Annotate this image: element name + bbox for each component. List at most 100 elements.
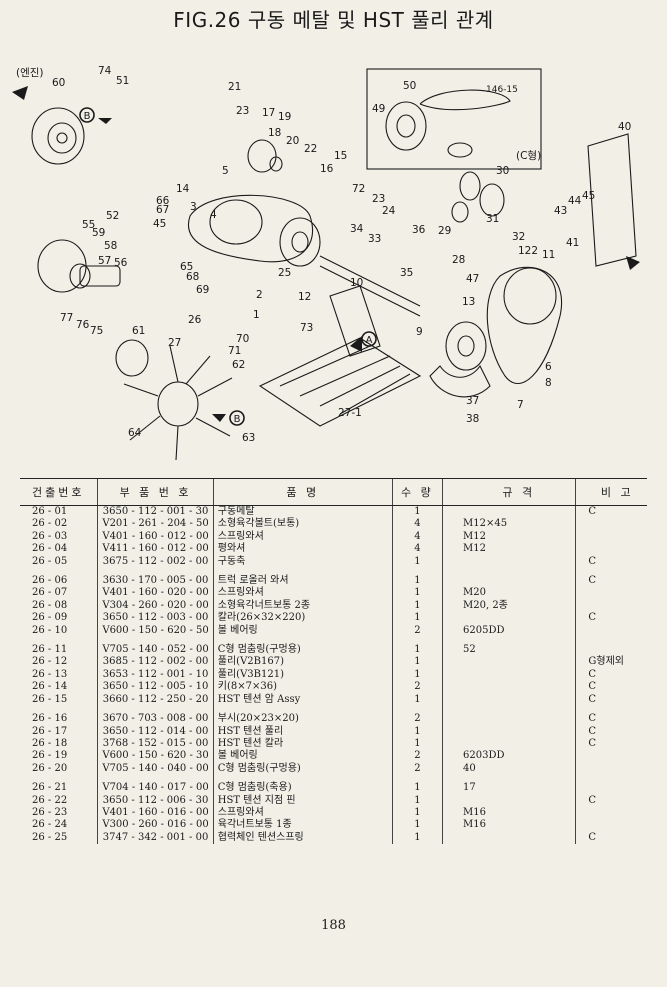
cell-qty: 2 [391, 681, 443, 694]
cell-note [575, 762, 647, 776]
callout-label: 6 [545, 361, 552, 373]
cell-note [575, 750, 647, 763]
callout-label: 50 [403, 80, 416, 92]
callout-label: 58 [104, 240, 117, 252]
cell-note [575, 530, 647, 544]
callout-label: 15 [334, 150, 347, 162]
cell-qty: 1 [391, 794, 443, 807]
cell-spec [441, 725, 576, 738]
cell-spec: M20 [441, 587, 576, 600]
cell-spec [441, 737, 576, 751]
cell-qty: 1 [391, 782, 443, 795]
cell-note [575, 819, 647, 832]
callout-label: 12 [298, 291, 311, 303]
mark-b-bottom: B [234, 414, 241, 425]
cell-no: 26 - 24 [32, 819, 68, 831]
cell-part: V411 - 160 - 012 - 00 [97, 543, 214, 556]
cell-note: C [575, 794, 647, 807]
cell-part: 3650 - 112 - 003 - 00 [97, 612, 214, 625]
callout-label: 18 [268, 127, 281, 139]
callout-label: 25 [278, 267, 291, 279]
cell-note [575, 806, 647, 820]
cell-part: V300 - 260 - 016 - 00 [97, 819, 214, 832]
callout-label: 57 [98, 255, 111, 267]
header-remarks: 비 고 [575, 478, 647, 506]
cell-note: C [575, 713, 647, 726]
callout-label: 75 [90, 325, 103, 337]
cell-spec [441, 668, 576, 682]
cell-spec: 17 [441, 782, 576, 795]
cell-note [575, 543, 647, 556]
cell-name: 볼 베어링 [212, 750, 393, 763]
cell-part: 3660 - 112 - 250 - 20 [97, 693, 214, 707]
cell-name: 구동축 [212, 555, 393, 569]
cell-spec [441, 794, 576, 807]
cell-name: 구동메탈 [212, 505, 393, 519]
cell-spec: 40 [441, 762, 576, 776]
cell-qty: 2 [391, 762, 443, 776]
callout-label: 45 [582, 190, 595, 202]
callout-label: 68 [186, 271, 199, 283]
cell-part: 3670 - 703 - 008 - 00 [97, 713, 214, 726]
callout-label: 3 [190, 201, 197, 213]
callout-label: 29 [438, 225, 451, 237]
cell-note [575, 599, 647, 613]
callout-label: 27-1 [338, 407, 362, 419]
callout-label: 30 [496, 165, 509, 177]
cell-note: C [575, 725, 647, 738]
callout-label: 7 [517, 399, 524, 411]
page-number: 188 [321, 918, 346, 933]
cell-no: 26 - 17 [32, 725, 68, 737]
cell-note [575, 518, 647, 531]
callout-label: 34 [350, 223, 364, 235]
cell-spec [441, 693, 576, 707]
cell-no: 26 - 07 [32, 587, 68, 599]
cell-name: 소형육각너트보통 2종 [212, 599, 393, 613]
header-figure-no: 건출번호 [20, 478, 98, 506]
cell-note: C [575, 505, 647, 519]
callout-label: 51 [116, 75, 129, 87]
cell-spec [441, 612, 576, 625]
cell-name: 볼 베어링 [212, 624, 393, 638]
cell-no: 26 - 23 [32, 806, 68, 818]
callout-label: 20 [286, 135, 299, 147]
callout-label: 76 [76, 319, 90, 331]
cell-no: 26 - 20 [32, 762, 68, 774]
cell-note [575, 644, 647, 657]
callout-label: 31 [486, 213, 499, 225]
cell-name: HST 텐션 암 Assy [212, 693, 393, 707]
cell-part: 3675 - 112 - 002 - 00 [97, 555, 214, 569]
callout-label: 122 [518, 245, 538, 257]
callout-label: 44 [568, 195, 582, 207]
cell-qty: 1 [391, 555, 443, 569]
cell-qty: 2 [391, 624, 443, 638]
callout-label: 71 [228, 345, 241, 357]
cell-name: 협력체인 텐션스프링 [212, 831, 393, 845]
callout-label: 21 [228, 81, 241, 93]
cell-qty: 1 [391, 831, 443, 845]
cell-name: C형 멈춤링(구멍용) [212, 644, 393, 657]
cell-part: V705 - 140 - 052 - 00 [97, 644, 214, 657]
cell-qty: 1 [391, 737, 443, 751]
cell-no: 26 - 04 [32, 543, 68, 555]
callout-label: 8 [545, 377, 552, 389]
callout-label: 72 [352, 183, 365, 195]
cell-note: C [575, 831, 647, 845]
cell-part: V401 - 160 - 012 - 00 [97, 530, 214, 544]
cell-name: C형 멈춤링(축용) [212, 782, 393, 795]
cell-qty: 4 [391, 543, 443, 556]
